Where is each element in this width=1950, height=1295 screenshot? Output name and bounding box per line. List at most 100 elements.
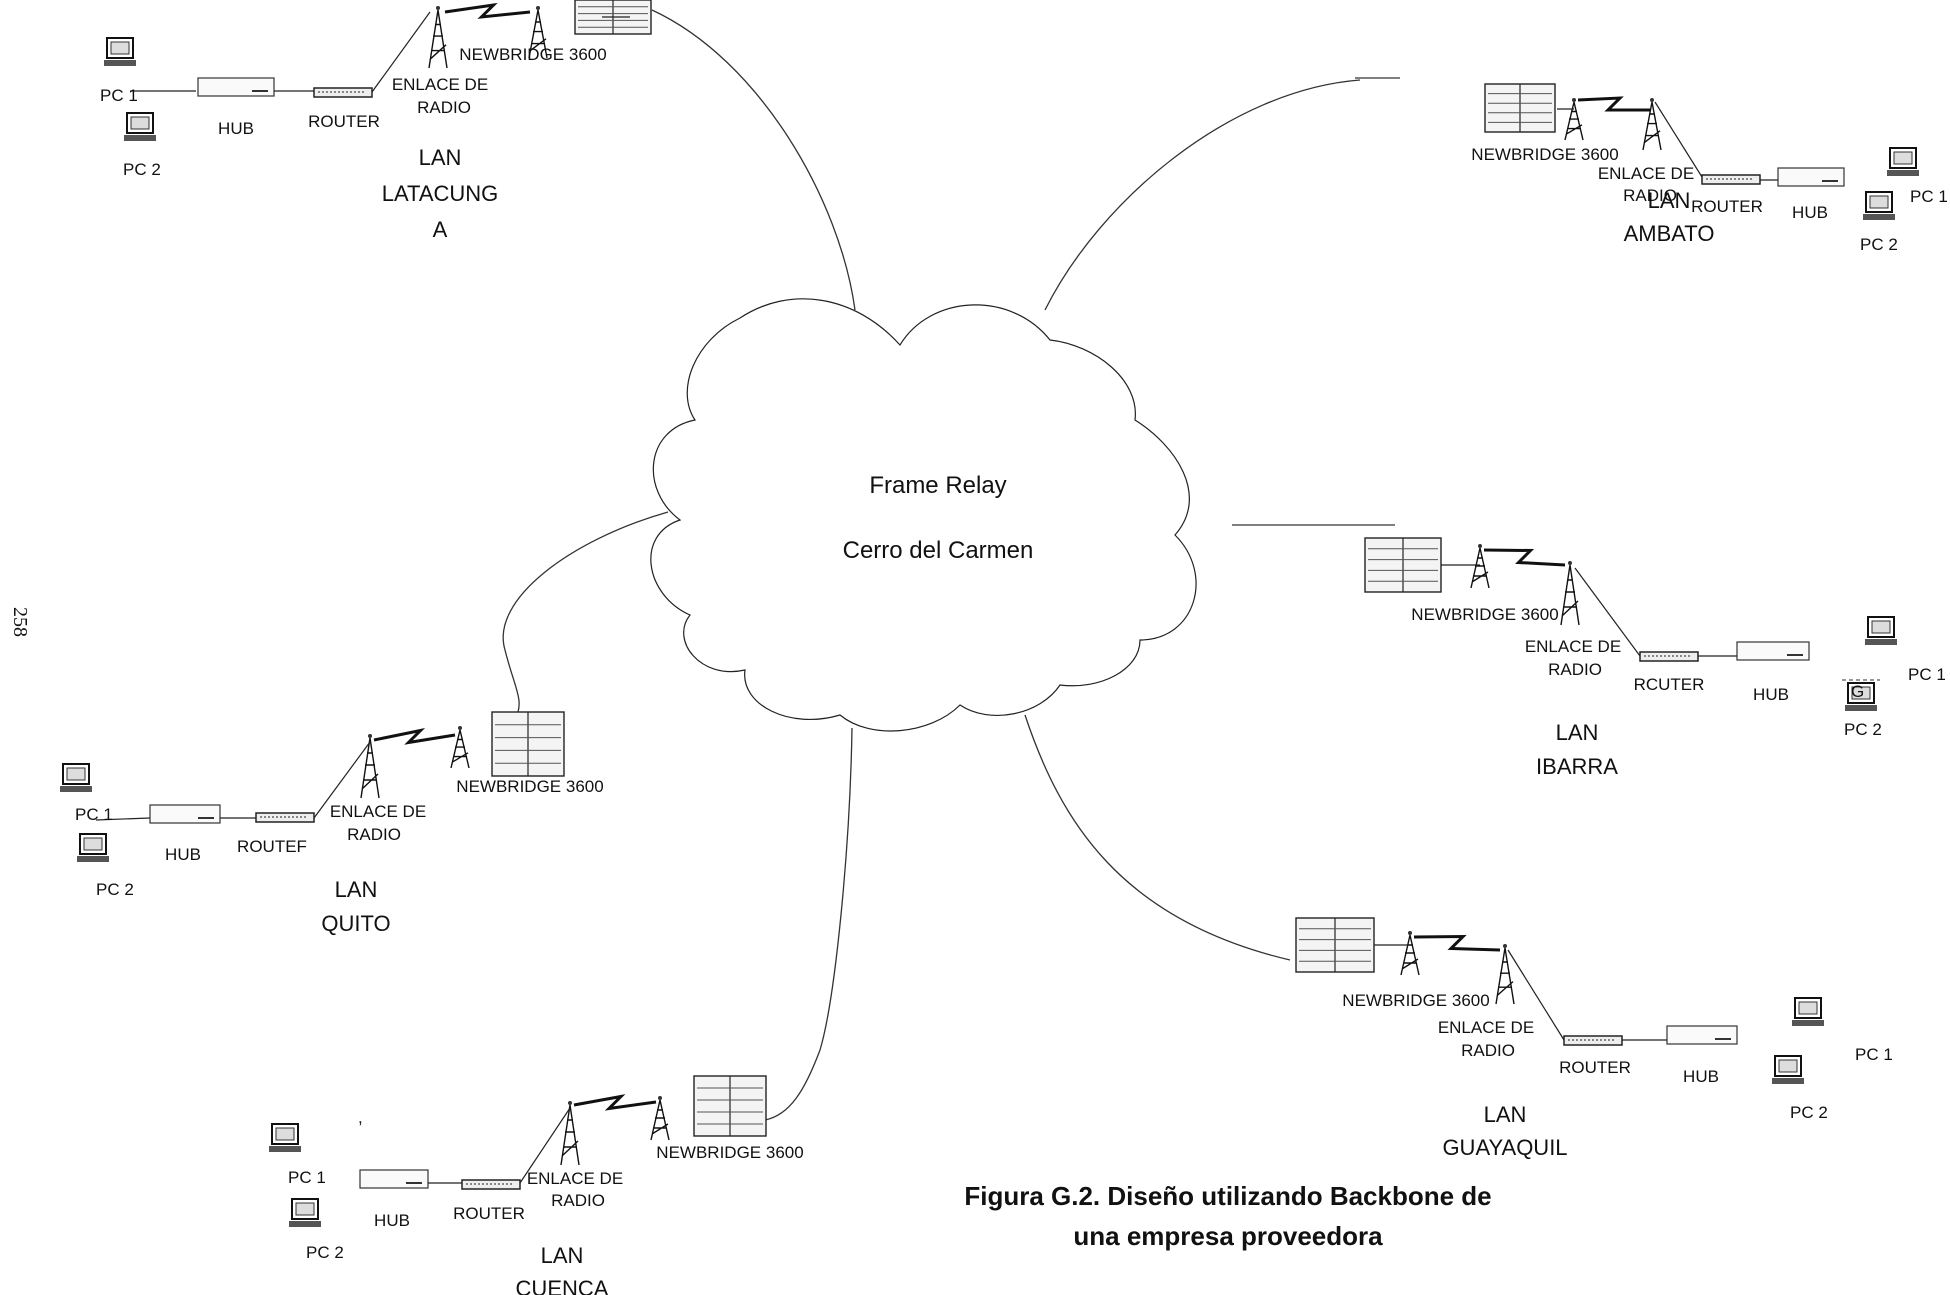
link-guayaquil <box>1024 714 1291 961</box>
label-pc1: PC 1 <box>1910 187 1948 206</box>
label-newbridge: NEWBRIDGE 3600 <box>456 777 603 796</box>
label-pc1: PC 1 <box>1908 665 1946 684</box>
radio-tower-icon <box>528 6 548 59</box>
link-quito <box>502 511 669 721</box>
tower-tip <box>1650 98 1654 102</box>
label-pc2: PC 2 <box>306 1243 344 1262</box>
newbridge-3600-icon <box>491 711 565 777</box>
hub-icon <box>359 1169 429 1189</box>
radio-tower-icon <box>560 1101 580 1166</box>
pc1-icon <box>1792 997 1824 1026</box>
radio-link-bolt <box>1413 934 1501 952</box>
monitor-display <box>295 1202 315 1216</box>
label-lan-name: CUENCA <box>516 1276 609 1295</box>
label-radio: RADIO <box>1461 1041 1515 1060</box>
pc-keyboard <box>269 1146 301 1152</box>
monitor-display <box>1778 1059 1798 1073</box>
hub-body <box>1736 641 1810 661</box>
pc2-icon <box>77 833 109 862</box>
pc2-icon <box>1845 682 1877 711</box>
label-lan-name: IBARRA <box>1536 754 1618 779</box>
tower-lattice <box>650 1099 670 1141</box>
label-enlace-de: ENLACE DE <box>1525 637 1621 656</box>
label-router: ROUTER <box>453 1204 525 1223</box>
label-lan-name: A <box>433 217 448 242</box>
monitor-display <box>1851 686 1871 700</box>
router-icon <box>255 812 315 823</box>
label-hub: HUB <box>165 845 201 864</box>
label-router: ROUTEF <box>237 837 307 856</box>
radio-tower-icon <box>1400 931 1420 976</box>
radio-tower-icon <box>1642 98 1662 151</box>
pc1-icon <box>1887 147 1919 176</box>
label-router: ROUTER <box>1559 1058 1631 1077</box>
pc-keyboard <box>104 60 136 66</box>
label-radio: RADIO <box>347 825 401 844</box>
monitor-display <box>1798 1001 1818 1015</box>
radio-tower-icon <box>428 6 448 69</box>
monitor-display <box>66 767 86 781</box>
newbridge-3600-icon <box>1484 83 1556 133</box>
connection-line <box>95 817 151 821</box>
connection-line <box>371 11 431 93</box>
router-icon <box>1701 174 1761 185</box>
pc-keyboard <box>60 786 92 792</box>
label-hub: HUB <box>218 119 254 138</box>
monitor-display <box>130 116 150 130</box>
radio-link-bolt <box>1577 96 1650 112</box>
router-icon <box>1563 1035 1623 1046</box>
connection-line <box>519 1107 571 1184</box>
label-enlace-de: ENLACE DE <box>527 1169 623 1188</box>
label-hub: HUB <box>1683 1067 1719 1086</box>
tower-lattice <box>1400 934 1420 976</box>
pc1-icon <box>1865 616 1897 645</box>
label-pc1: PC 1 <box>75 805 113 824</box>
label-lan-name: LAN <box>541 1243 584 1268</box>
label-pc1: PC 1 <box>100 86 138 105</box>
radio-tower-icon <box>450 726 470 769</box>
pc1-icon <box>269 1123 301 1152</box>
pc-keyboard <box>77 856 109 862</box>
tower-tip <box>1503 944 1507 948</box>
frame-relay-cloud: Frame Relay Cerro del Carmen <box>650 298 1197 732</box>
hub-icon <box>1736 641 1810 661</box>
label-enlace-de: ENLACE DE <box>330 802 426 821</box>
tower-lattice <box>1560 564 1580 626</box>
caption-line-2: una empresa proveedora <box>1073 1221 1383 1251</box>
label-newbridge: NEWBRIDGE 3600 <box>1471 145 1618 164</box>
label-lan-name: GUAYAQUIL <box>1442 1135 1567 1160</box>
label-enlace-de: ENLACE DE <box>1438 1018 1534 1037</box>
backbone-links <box>502 9 1400 1121</box>
pc-keyboard <box>1845 705 1877 711</box>
label-hub: HUB <box>1753 685 1789 704</box>
label-hub: HUB <box>374 1211 410 1230</box>
label-lan-name: LAN <box>1648 188 1691 213</box>
tower-lattice <box>1642 101 1662 151</box>
tower-tip <box>1478 544 1482 548</box>
label-newbridge: NEWBRIDGE 3600 <box>1342 991 1489 1010</box>
connection-line <box>1574 567 1641 657</box>
radio-tower-icon <box>1495 944 1515 1005</box>
tower-tip <box>1408 931 1412 935</box>
hub-icon <box>149 804 221 824</box>
pc-keyboard <box>124 135 156 141</box>
connection-line <box>1654 101 1703 178</box>
connection-line <box>1507 949 1565 1041</box>
label-hub: HUB <box>1792 203 1828 222</box>
hub-body <box>1777 167 1845 187</box>
newbridge-3600-icon <box>1364 537 1442 593</box>
newbridge-3600-icon <box>574 0 652 35</box>
newbridge-3600-icon <box>693 1075 767 1137</box>
cloud-label-frame-relay: Frame Relay <box>869 472 1006 499</box>
tower-tip <box>536 6 540 10</box>
radio-tower-icon <box>1564 98 1584 141</box>
label-router: RCUTER <box>1634 675 1705 694</box>
hub-icon <box>1777 167 1845 187</box>
pc1-icon <box>104 37 136 66</box>
